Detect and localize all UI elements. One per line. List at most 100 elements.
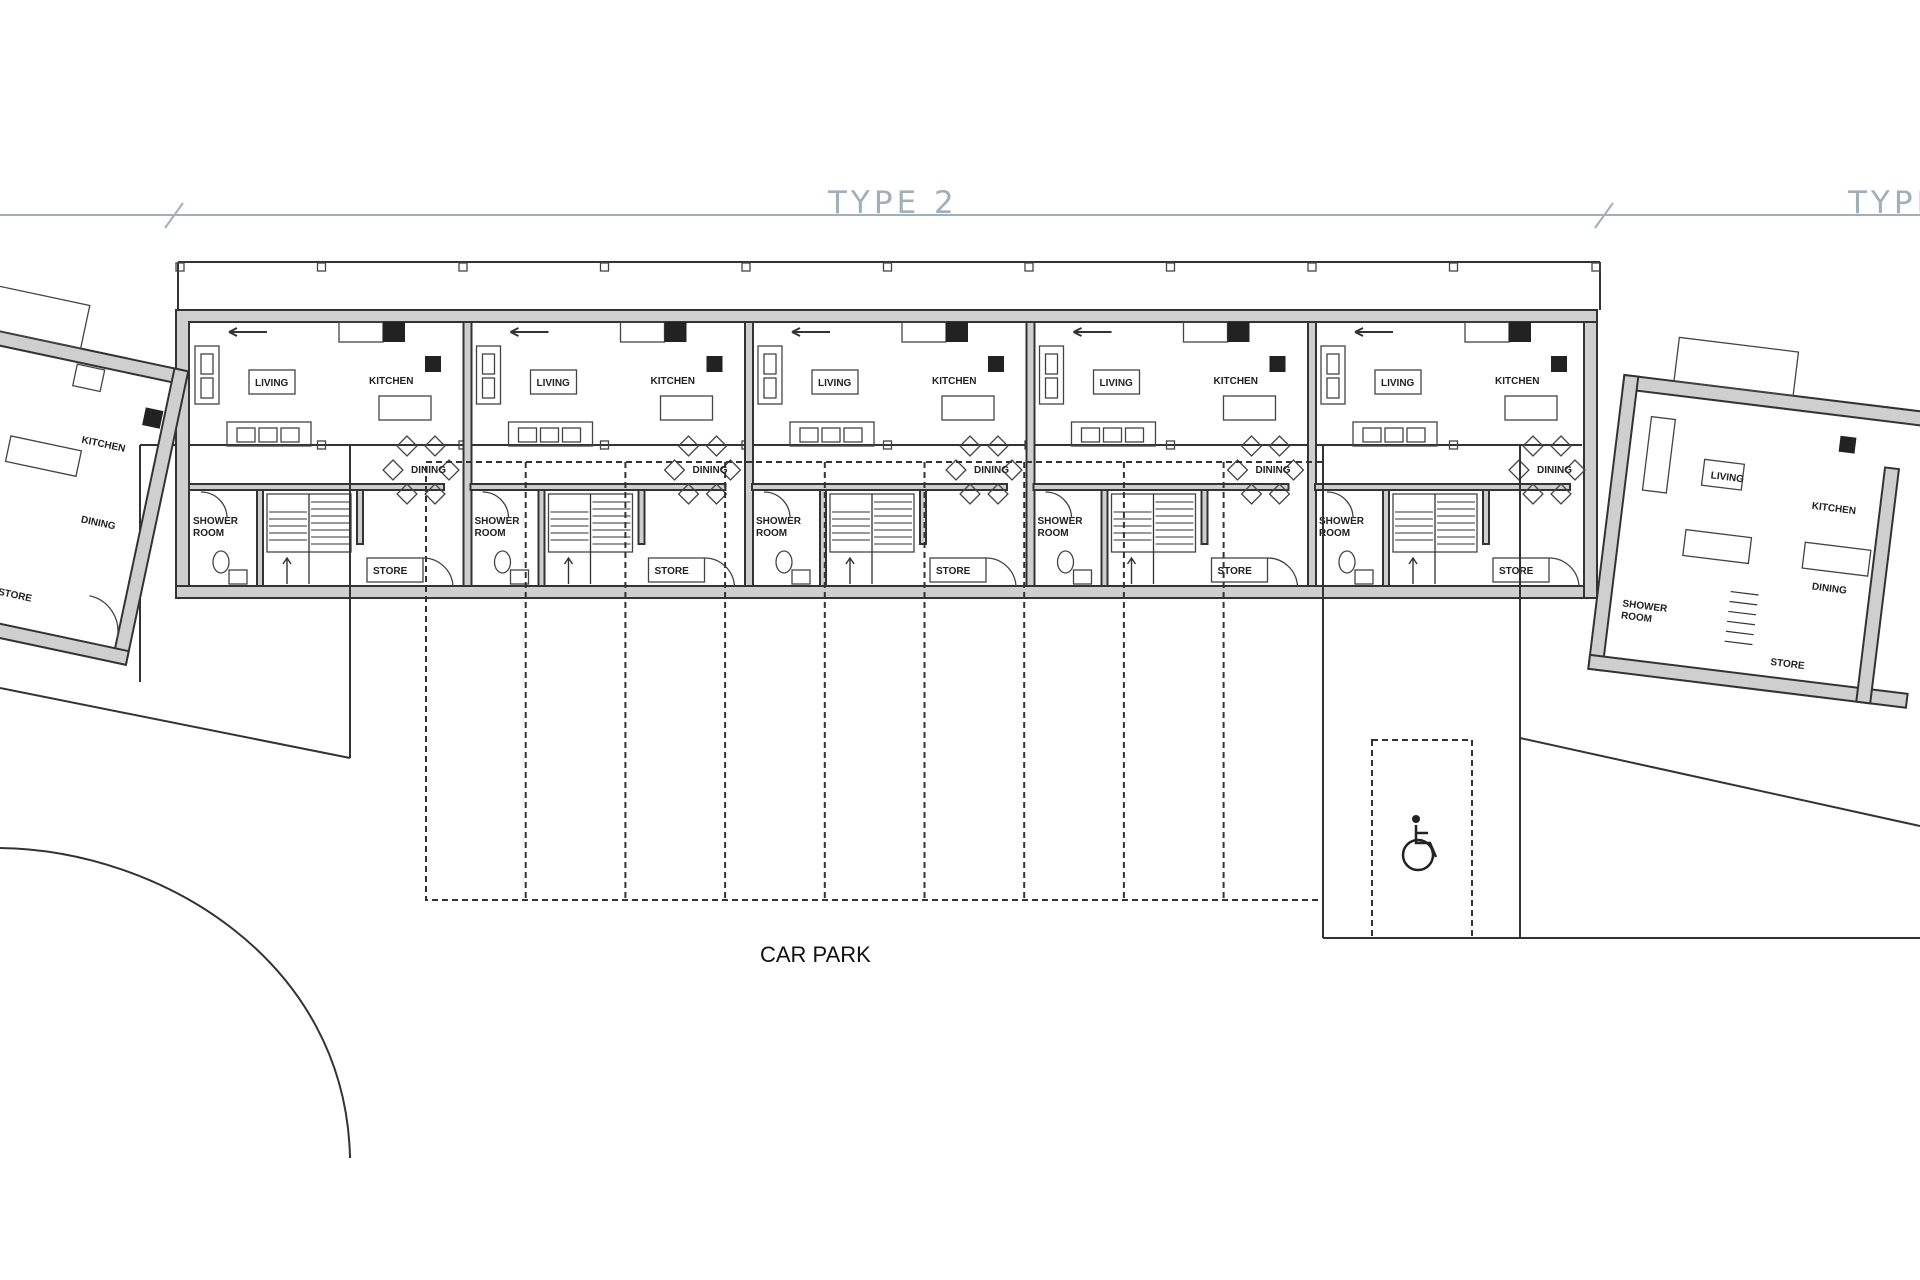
staircase: [266, 493, 352, 584]
right-shower-label-2: ROOM: [1620, 610, 1652, 625]
worktop: [1182, 321, 1229, 343]
dining-chair: [1226, 459, 1249, 481]
kitchen-counter: [941, 395, 995, 421]
sofa-cushion: [561, 427, 582, 443]
store-label: STORE: [373, 566, 408, 577]
right-dining-label: DINING: [1811, 581, 1847, 596]
sofa-cushion: [258, 427, 278, 443]
sofa: [789, 421, 875, 447]
entry-arrow-head: [1354, 327, 1364, 337]
dining-chair: [945, 459, 967, 481]
store-label: STORE: [655, 566, 690, 577]
door-swing: [985, 557, 1017, 587]
right-living-label: LIVING: [1710, 470, 1745, 485]
store-room: [366, 557, 424, 583]
entry-arrow-head: [791, 327, 801, 337]
store-room: [647, 557, 706, 583]
canopy-post: [599, 440, 610, 450]
dining-chair: [677, 435, 700, 457]
right-store-label: STORE: [1770, 657, 1806, 672]
dining-set: [945, 435, 1023, 505]
sofa: [475, 345, 502, 405]
kitchen-label: KITCHEN: [1214, 376, 1258, 387]
dining-label: DINING: [974, 465, 1009, 476]
hob: [946, 322, 968, 342]
canopy-post: [1448, 262, 1459, 272]
staircase: [1392, 493, 1478, 584]
sofa-cushion: [1102, 427, 1123, 443]
car-park-label: CAR PARK: [760, 942, 871, 967]
dining-chair: [987, 483, 1009, 505]
living-label: LIVING: [255, 378, 289, 389]
basin: [1354, 569, 1374, 585]
store-label: STORE: [936, 566, 971, 577]
sink: [1269, 356, 1286, 372]
canopy-post: [1165, 262, 1176, 272]
door-swing: [482, 491, 510, 519]
internal-wall: [1382, 489, 1390, 587]
internal-wall: [1032, 483, 1290, 491]
dining-set: [382, 435, 460, 505]
dining-chair: [705, 483, 728, 505]
sofa-cushion: [1326, 377, 1340, 399]
internal-wall: [919, 489, 927, 545]
sink: [988, 356, 1004, 372]
dimension-line: TYPE 2 TYPE: [0, 185, 1920, 229]
canopy-post: [1591, 262, 1601, 272]
entry-arrow-head: [1073, 327, 1082, 337]
kitchen-label: KITCHEN: [1495, 376, 1539, 387]
coffee-table: [529, 369, 578, 395]
entry-arrow-head: [228, 327, 238, 337]
sofa-cushion: [236, 427, 256, 443]
dining-chair: [959, 483, 981, 505]
internal-wall: [1100, 489, 1109, 587]
door-swing: [704, 557, 736, 587]
internal-wall: [1200, 489, 1209, 545]
worktop: [338, 321, 384, 343]
sofa: [226, 421, 312, 447]
basin: [1072, 569, 1093, 585]
worktop: [901, 321, 947, 343]
kitchen-counter: [1222, 395, 1277, 421]
internal-wall: [1482, 489, 1490, 545]
sofa: [1320, 345, 1346, 405]
terrace-block: [175, 309, 1598, 599]
sofa: [1038, 345, 1065, 405]
door-swing: [763, 491, 791, 519]
kitchen-counter: [1504, 395, 1558, 421]
coffee-table: [1092, 369, 1141, 395]
dining-chair: [1001, 459, 1023, 481]
dining-chair: [1268, 435, 1291, 457]
basin: [509, 569, 530, 585]
door-swing: [1045, 491, 1073, 519]
canopy-post: [882, 262, 893, 272]
sofa-cushion: [1406, 427, 1426, 443]
canopy-outline: [139, 261, 1601, 682]
shower-room-label-2: ROOM: [193, 528, 224, 539]
sofa-cushion: [763, 353, 777, 375]
dining-label: DINING: [1537, 465, 1572, 476]
stair-arrow: [563, 556, 574, 584]
sofa: [1352, 421, 1438, 447]
sofa-cushion: [1044, 353, 1059, 375]
door-swing: [200, 491, 228, 519]
dining-chair: [1550, 483, 1572, 505]
site-boundary-lines: [0, 446, 1920, 1159]
canopy-post: [741, 262, 751, 272]
right-kitchen-label: KITCHEN: [1811, 501, 1856, 517]
sofa-cushion: [517, 427, 538, 443]
sofa-cushion: [1044, 377, 1059, 399]
sofa: [1070, 421, 1157, 447]
sofa-cushion: [1362, 427, 1382, 443]
left-store-label: STORE: [0, 587, 33, 605]
canopy-post: [316, 440, 327, 450]
sofa-cushion: [1080, 427, 1101, 443]
car-park-bays: [425, 461, 1324, 901]
sofa: [507, 421, 594, 447]
dining-chair: [663, 459, 686, 481]
stair-arrow: [1126, 556, 1137, 584]
door-swing: [422, 557, 454, 587]
